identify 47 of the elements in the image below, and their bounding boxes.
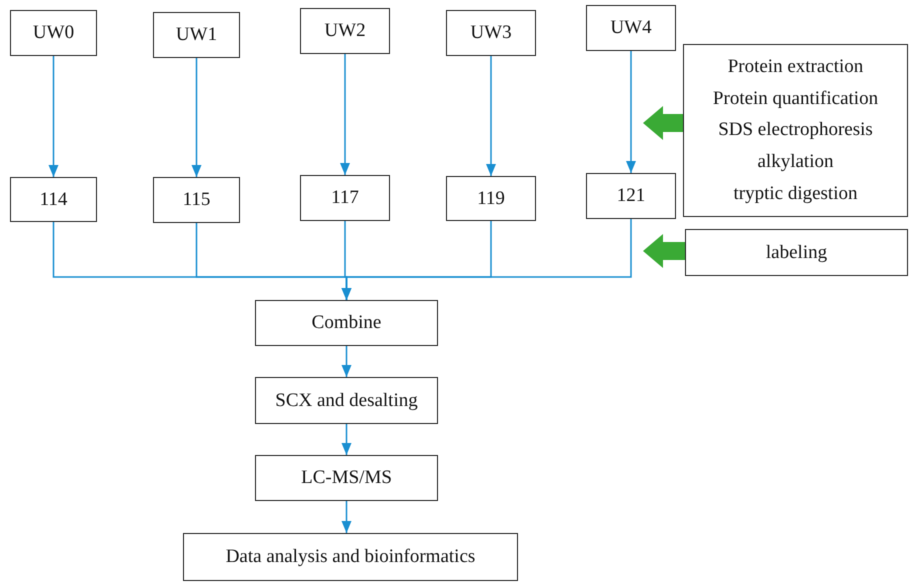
box-label: 117 (331, 187, 359, 209)
box-label: Combine (312, 312, 382, 334)
process-box (255, 377, 438, 424)
box-label: Protein quantification (712, 88, 878, 110)
process-box (586, 173, 676, 219)
box-label: UW0 (32, 22, 74, 44)
process-box (153, 177, 240, 223)
box-label: UW3 (470, 22, 512, 44)
process-box (586, 5, 676, 51)
box-label: Protein extraction (728, 56, 864, 78)
arrow (192, 58, 202, 177)
block-arrow (643, 234, 685, 268)
box-label: UW1 (176, 24, 218, 46)
process-box (10, 10, 97, 56)
process-box (255, 455, 438, 501)
arrow (342, 346, 352, 377)
arrow (342, 219, 632, 300)
arrow (486, 56, 496, 176)
box-label: LC-MS/MS (301, 467, 392, 489)
arrow (340, 54, 350, 175)
box-label: tryptic digestion (733, 183, 858, 206)
process-box (10, 177, 97, 222)
process-box (153, 12, 240, 58)
process-box (300, 8, 390, 54)
process-box (446, 176, 536, 221)
process-box (446, 10, 536, 56)
process-box (183, 533, 518, 581)
box-label: UW4 (610, 17, 652, 39)
process-box (300, 175, 390, 221)
process-box (683, 44, 908, 217)
arrow (626, 51, 636, 173)
box-label: UW2 (324, 20, 366, 42)
arrow (342, 501, 352, 533)
box-label: 115 (182, 189, 210, 211)
box-label: SDS electrophoresis (718, 119, 873, 142)
block-arrow (643, 106, 683, 140)
box-label: labeling (766, 242, 828, 264)
process-box (255, 300, 438, 346)
box-label: SCX and desalting (275, 390, 418, 412)
arrow (342, 424, 352, 455)
box-label: 121 (616, 185, 646, 207)
box-label: Data analysis and bioinformatics (226, 546, 476, 568)
box-label: 119 (477, 188, 505, 210)
arrow (48, 56, 58, 177)
box-label: 114 (40, 188, 68, 210)
box-label: alkylation (758, 151, 834, 174)
process-box (685, 229, 908, 276)
